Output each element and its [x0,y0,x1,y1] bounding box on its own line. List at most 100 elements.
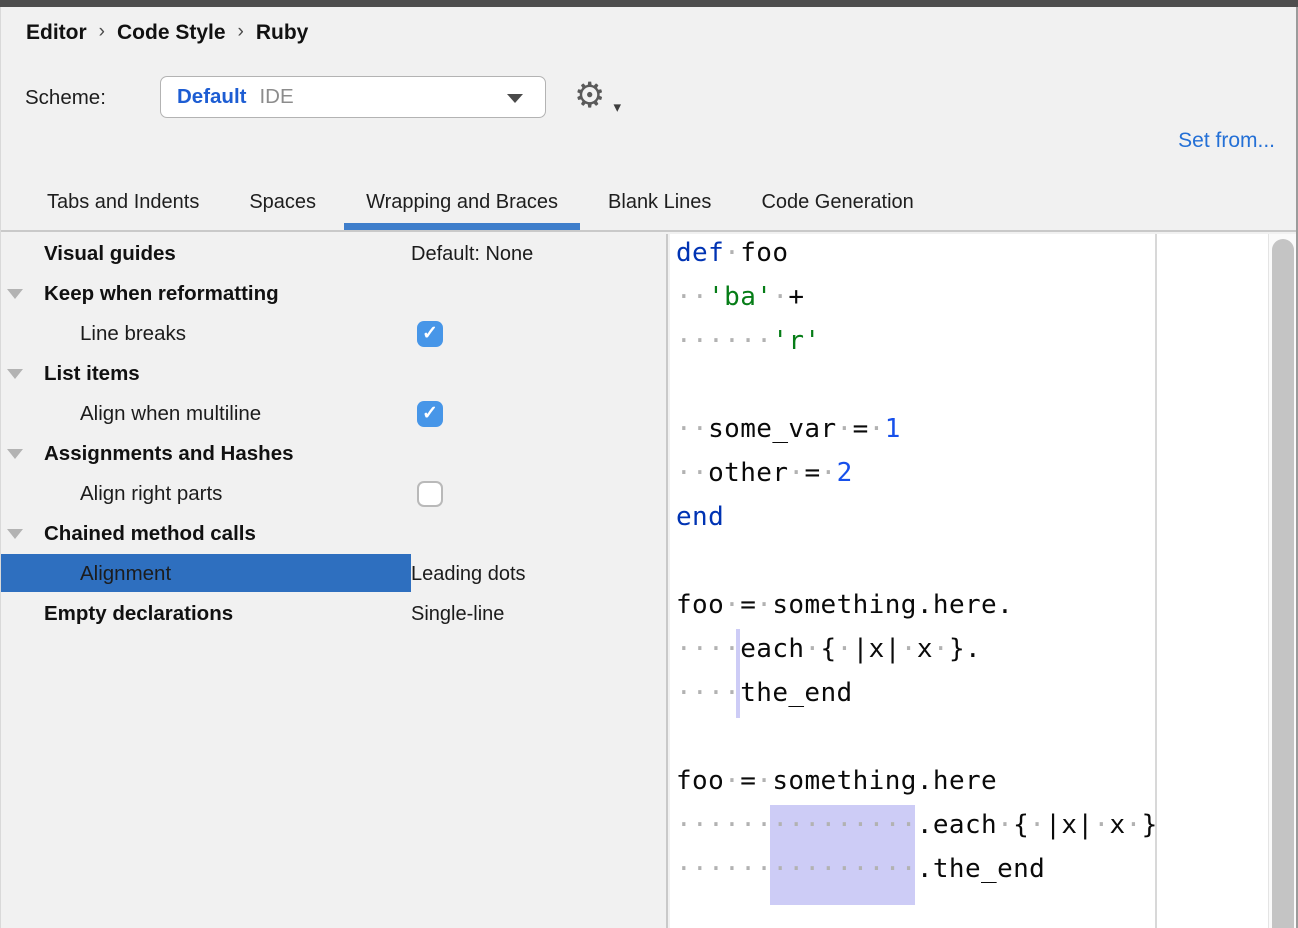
code-line: end [676,495,1158,539]
row-label: Assignments and Hashes [44,442,294,465]
row-label: List items [44,362,140,385]
tree-row-chained-method-calls[interactable]: Chained method calls [0,514,666,554]
code-preview-panel: def·foo··'ba'·+······'r'··some_var·=·1··… [670,234,1268,928]
code-line: foo·=·something.here. [676,583,1158,627]
whitespace-dots: · [756,766,773,796]
code-token: def [676,238,725,268]
code-token: 1 [884,414,901,444]
tab-spaces[interactable]: Spaces [227,174,338,230]
code-line: ····each·{·|x|·x·}. [676,627,1158,671]
tree-row-assignments-and-hashes[interactable]: Assignments and Hashes [0,434,666,474]
whitespace-dots: · [804,634,821,664]
whitespace-dots: · [1093,810,1110,840]
whitespace-dots: · [724,590,741,620]
code-line: ··some_var·=·1 [676,407,1158,451]
breadcrumb-item-ruby[interactable]: Ruby [255,21,309,44]
tab-tabs-and-indents[interactable]: Tabs and Indents [25,174,221,230]
whitespace-dots: ··············· [676,810,917,840]
code-line: ···············.the_end [676,847,1158,891]
alignment-highlight-block [770,805,915,905]
code-token: foo [676,590,725,620]
breadcrumb: Editor›Code Style›Ruby [26,21,308,45]
code-line: ···············.each·{·|x|·x·} [676,803,1158,847]
row-label: Visual guides [44,242,176,265]
row-label: Empty declarations [44,602,234,625]
whitespace-dots: ·· [676,458,709,488]
tree-row-list-items[interactable]: List items [0,354,666,394]
tab-label: Blank Lines [608,190,712,213]
set-from-link[interactable]: Set from... [1178,129,1275,152]
expand-arrow-icon[interactable] [7,369,23,379]
whitespace-dots: · [1029,810,1046,840]
selected-row-highlight [0,554,411,592]
active-tab-underline [344,223,581,230]
whitespace-dots: · [724,766,741,796]
code-line [676,363,1158,407]
code-line: ····the_end [676,671,1158,715]
whitespace-dots: ···· [676,678,741,708]
whitespace-dots: ·· [676,282,709,312]
code-line: ··other·=·2 [676,451,1158,495]
code-line: ······'r' [676,319,1158,363]
window-right-edge [1296,7,1298,928]
chevron-down-icon [507,94,523,103]
row-value: Default: None [411,243,534,265]
scheme-label: Scheme: [25,86,106,109]
code-token: something.here [772,766,998,796]
tab-code-generation[interactable]: Code Generation [739,174,935,230]
whitespace-dots: · [756,590,773,620]
scrollbar-thumb[interactable] [1272,239,1294,928]
whitespace-dots: ·· [676,414,709,444]
scrollbar[interactable] [1268,234,1298,928]
expand-arrow-icon[interactable] [7,529,23,539]
tree-row-align-when-multiline[interactable]: Align when multiline✓ [0,394,666,434]
code-line: def·foo [676,234,1158,275]
code-line: foo·=·something.here [676,759,1158,803]
whitespace-dots: · [820,458,837,488]
code-token: foo [740,238,789,268]
code-token: + [788,282,805,312]
code-token: } [1141,810,1158,840]
tab-blank-lines[interactable]: Blank Lines [586,174,733,230]
right-margin-guide [1155,234,1157,928]
code-line: ··'ba'·+ [676,275,1158,319]
whitespace-dots: ······ [676,326,773,356]
tree-row-visual-guides[interactable]: Visual guides Default: None [0,234,666,274]
expand-arrow-icon[interactable] [7,449,23,459]
scheme-select[interactable]: Default IDE [160,76,546,118]
code-token: something.here. [772,590,1014,620]
code-line [676,715,1158,759]
breadcrumb-item-editor[interactable]: Editor [26,21,87,44]
code-token: some_var [708,414,837,444]
code-line [676,539,1158,583]
row-label: Alignment [80,562,172,585]
expand-arrow-icon[interactable] [7,289,23,299]
tab-wrapping-and-braces[interactable]: Wrapping and Braces [344,174,581,230]
tree-row-keep-when-reformatting[interactable]: Keep when reformatting [0,274,666,314]
tree-row-line-breaks[interactable]: Line breaks✓ [0,314,666,354]
checkbox-line-breaks[interactable]: ✓ [417,321,443,347]
breadcrumb-item-code-style[interactable]: Code Style [117,21,226,44]
code-token: x [1109,810,1126,840]
tree-row-align-right-parts[interactable]: Align right parts [0,474,666,514]
code-token: = [740,766,757,796]
code-token: 2 [836,458,853,488]
checkbox-align-right-parts[interactable] [417,481,443,507]
alignment-indent-bar [736,629,740,718]
checkbox-align-when-multiline[interactable]: ✓ [417,401,443,427]
scheme-gear-button[interactable]: ⚙ ▾ [574,74,621,118]
code-token: each [740,634,805,664]
whitespace-dots: · [788,458,805,488]
code-token: other [708,458,789,488]
caret-down-icon: ▾ [613,99,621,116]
code-token: }. [948,634,982,664]
code-token: = [740,590,757,620]
code-token: end [676,502,725,532]
whitespace-dots: · [836,634,853,664]
code-token: |x| [852,634,901,664]
